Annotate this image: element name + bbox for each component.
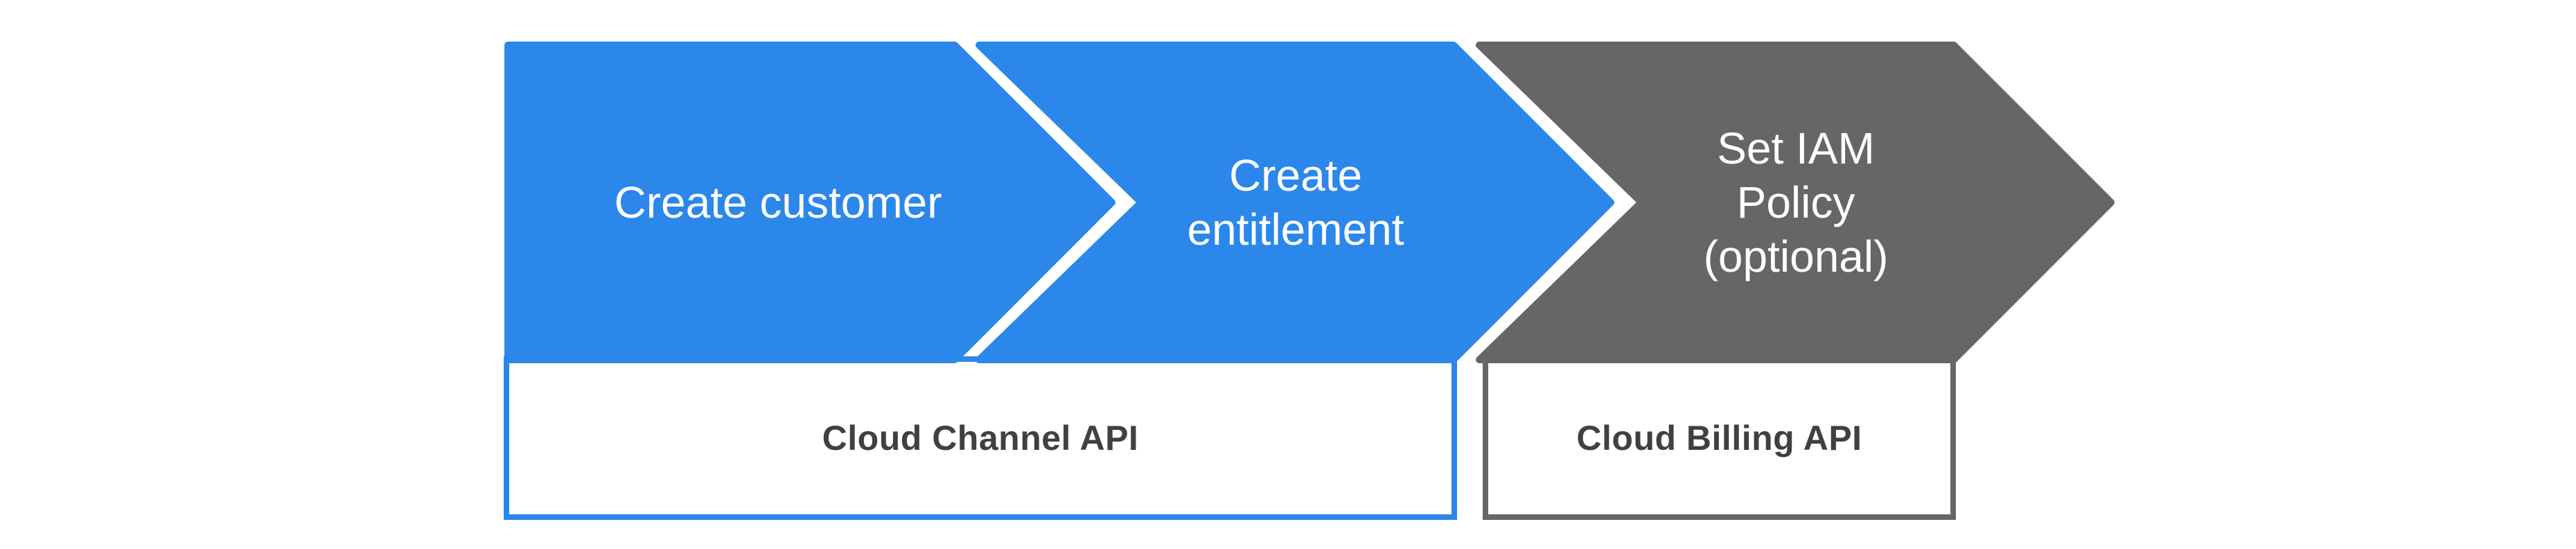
api-box-label-cloud-channel: Cloud Channel API [822,419,1139,458]
chevron-shape-set-iam-policy [1476,42,2115,363]
api-box-cloud-billing: Cloud Billing API [1483,356,1956,520]
chevron-shape-create-customer [504,42,1115,363]
api-box-label-cloud-billing: Cloud Billing API [1576,419,1862,458]
chevron-shape-create-entitlement [976,42,1614,363]
